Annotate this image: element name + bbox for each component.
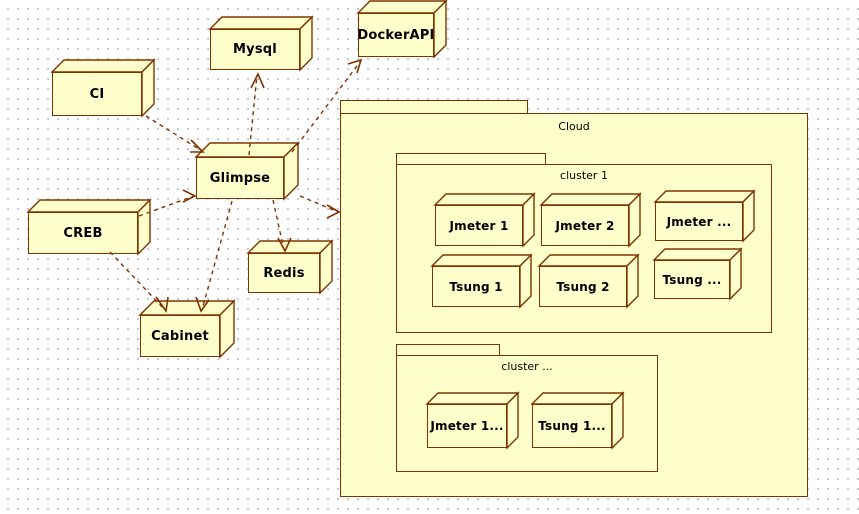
node-front-face: CREB [28, 212, 138, 254]
node-front-face: Tsung 2 [539, 266, 627, 307]
node-3d-faces [433, 192, 536, 248]
dependency-ci-to-glimpse[interactable] [145, 115, 205, 153]
node-front-face: CI [52, 72, 142, 116]
node-mysql[interactable]: Mysql [208, 15, 314, 72]
node-creb[interactable]: CREB [26, 198, 152, 256]
dependency-glimpse-to-cabinet[interactable] [195, 200, 233, 313]
node-label: Cabinet [151, 328, 209, 344]
node-label: Jmeter 1 [449, 218, 509, 233]
dependency-glimpse-to-cloud[interactable] [299, 195, 341, 219]
node-front-face: Tsung 1... [532, 404, 612, 448]
node-3d-faces [356, 0, 448, 59]
package-label: Cloud [558, 120, 590, 133]
node-dockerapi[interactable]: DockerAPI [356, 0, 448, 59]
node-redis[interactable]: Redis [246, 239, 334, 295]
node-tsung2[interactable]: Tsung 2 [537, 253, 640, 309]
node-jmeter2[interactable]: Jmeter 2 [539, 192, 642, 248]
node-label: Jmeter 1... [430, 419, 504, 433]
node-jmeter1[interactable]: Jmeter 1 [433, 192, 536, 248]
node-front-face: Cabinet [140, 315, 220, 357]
package-label: cluster 1 [560, 169, 608, 182]
node-label: Jmeter ... [666, 214, 732, 229]
node-glimpse[interactable]: Glimpse [194, 141, 300, 201]
node-label: Redis [263, 265, 305, 281]
package-label: cluster ... [501, 360, 553, 373]
node-3d-faces [530, 391, 625, 450]
node-label: Tsung 1 [449, 279, 503, 294]
node-front-face: Redis [248, 253, 320, 293]
node-3d-faces [425, 391, 520, 450]
node-tsungN[interactable]: Tsung ... [652, 247, 743, 301]
node-front-face: Jmeter ... [655, 202, 743, 241]
node-label: CI [89, 86, 105, 102]
node-front-face: Mysql [210, 29, 300, 70]
node-label: DockerAPI [357, 27, 435, 43]
node-front-face: Jmeter 1 [435, 205, 523, 246]
node-cabinet[interactable]: Cabinet [138, 299, 236, 359]
node-3d-faces [194, 141, 300, 201]
node-label: Jmeter 2 [555, 218, 615, 233]
node-label: Tsung 2 [556, 279, 610, 294]
node-jmeter1more[interactable]: Jmeter 1... [425, 391, 520, 450]
node-front-face: DockerAPI [357, 13, 435, 57]
node-3d-faces [208, 15, 314, 72]
node-front-face: Tsung 1 [432, 266, 520, 307]
node-ci[interactable]: CI [50, 58, 156, 118]
node-tsung1[interactable]: Tsung 1 [430, 253, 533, 309]
node-label: Tsung ... [662, 272, 722, 287]
node-front-face: Glimpse [196, 157, 284, 199]
node-jmeterN[interactable]: Jmeter ... [653, 189, 756, 243]
node-3d-faces [653, 189, 756, 243]
node-label: Glimpse [209, 170, 271, 186]
package-tab [396, 344, 500, 357]
package-tab [396, 153, 546, 166]
node-front-face: Jmeter 1... [427, 404, 507, 448]
node-3d-faces [50, 58, 156, 118]
node-label: Mysql [233, 42, 277, 57]
node-front-face: Jmeter 2 [541, 205, 629, 246]
node-tsung1more[interactable]: Tsung 1... [530, 391, 625, 450]
node-label: Tsung 1... [538, 419, 606, 433]
node-front-face: Tsung ... [654, 260, 730, 299]
node-label: CREB [63, 225, 103, 241]
